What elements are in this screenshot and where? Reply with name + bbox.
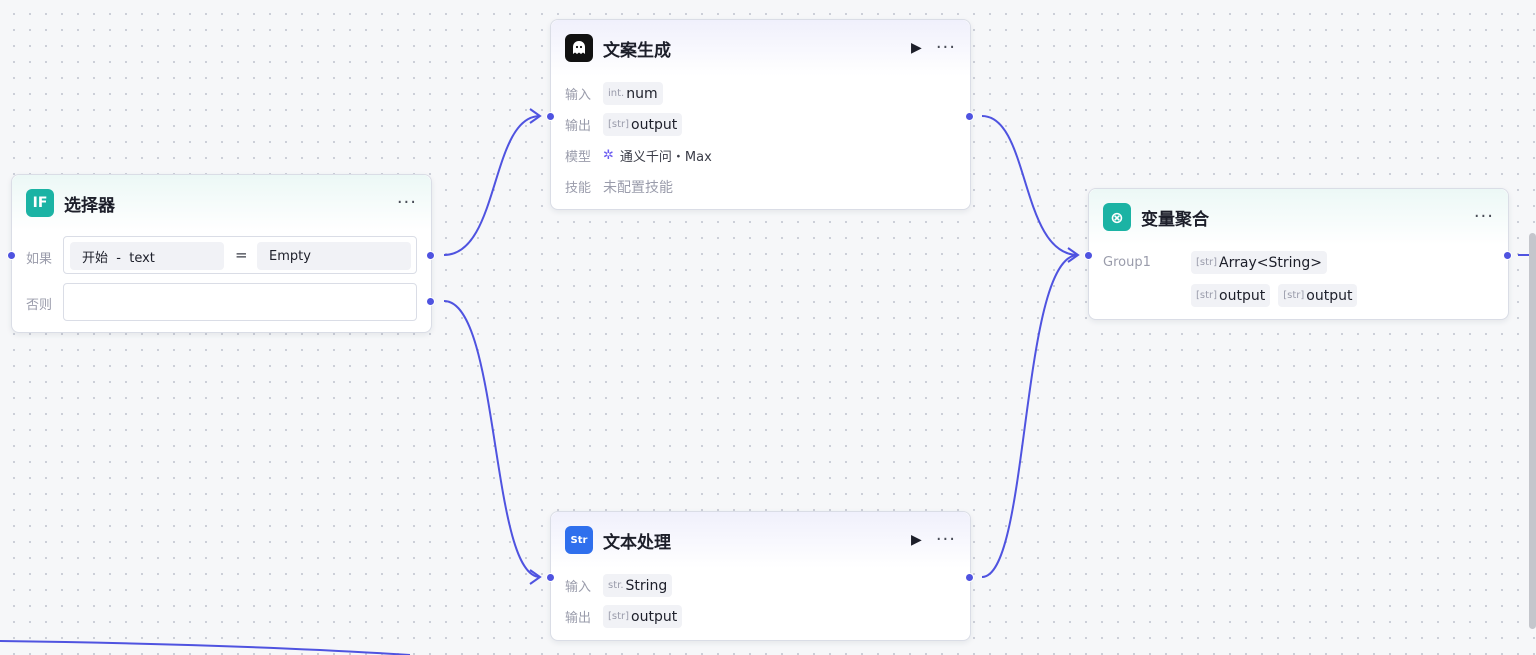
if-condition-box[interactable]: 开始 - text = Empty <box>63 236 417 274</box>
edge-text-to-aggregate[interactable] <box>981 254 1079 578</box>
edge-selector-else-to-text[interactable] <box>443 300 541 578</box>
selector-else-output-port[interactable] <box>426 297 435 306</box>
aggregate-outputs-row: [str] output [str] output <box>1089 280 1508 311</box>
str-array-type-icon: [str] <box>1196 257 1218 268</box>
llm-skills-value[interactable]: 未配置技能 <box>603 179 673 196</box>
llm-input-name: num <box>626 85 658 102</box>
llm-skills-label: 技能 <box>565 181 592 196</box>
llm-output-tag[interactable]: [str] output <box>603 113 683 136</box>
aggregate-group-tag[interactable]: [str] Array<String> <box>1191 251 1327 274</box>
selector-if-output-port[interactable] <box>426 251 435 260</box>
str-puzzle-icon: Str <box>565 526 593 554</box>
int-type-icon: int. <box>608 88 625 99</box>
text-process-output-row: 输出 [str] output <box>551 601 970 632</box>
text-process-run-button[interactable]: ▶ <box>911 532 922 548</box>
llm-ghost-icon <box>565 34 593 62</box>
llm-output-label: 输出 <box>565 119 592 134</box>
text-process-output-label: 输出 <box>565 611 592 626</box>
edge-arrow-llm <box>529 108 542 124</box>
aggregate-input-port[interactable] <box>1084 251 1093 260</box>
llm-model-row: 模型 ✲ 通义千问・Max <box>551 140 970 171</box>
aggregate-output-tag[interactable]: [str] output <box>1278 284 1358 307</box>
edge-arrow-text <box>529 569 542 585</box>
llm-output-name: output <box>631 116 678 133</box>
llm-input-tag[interactable]: int. num <box>603 82 663 105</box>
if-icon: IF <box>26 189 54 217</box>
aggregate-node-title: 变量聚合 <box>1141 209 1209 230</box>
edge-llm-to-aggregate[interactable] <box>981 115 1079 256</box>
text-process-node-title: 文本处理 <box>603 532 671 553</box>
aggregate-group-value: Array<String> <box>1219 254 1322 271</box>
text-process-more-button[interactable]: ··· <box>935 529 956 550</box>
llm-output-row: 输出 [str] output <box>551 109 970 140</box>
edge-selector-if-to-llm[interactable] <box>443 115 541 256</box>
aggregate-output-name: output <box>1219 287 1266 304</box>
edge-arrow-aggregate <box>1067 247 1080 263</box>
aggregate-group-row: Group1 [str] Array<String> <box>1089 247 1508 278</box>
llm-node[interactable]: 文案生成 ▶ ··· 输入 int. num 输出 [str] output 模… <box>546 19 974 210</box>
qwen-model-icon: ✲ <box>603 148 614 163</box>
text-process-output-port[interactable] <box>965 573 974 582</box>
aggregate-output-port[interactable] <box>1503 251 1512 260</box>
llm-model-value[interactable]: 通义千问・Max <box>619 150 712 165</box>
text-process-output-name: output <box>631 608 678 625</box>
str-type-icon: str. <box>608 580 624 591</box>
llm-run-button[interactable]: ▶ <box>911 40 922 56</box>
llm-more-button[interactable]: ··· <box>935 37 956 58</box>
llm-node-header[interactable]: 文案生成 ▶ ··· <box>551 20 970 76</box>
text-process-input-row: 输入 str. String <box>551 570 970 601</box>
text-process-node[interactable]: Str 文本处理 ▶ ··· 输入 str. String 输出 [str] o… <box>546 511 974 641</box>
llm-skills-row: 技能 未配置技能 <box>551 171 970 202</box>
text-process-node-header[interactable]: Str 文本处理 ▶ ··· <box>551 512 970 568</box>
text-process-output-tag[interactable]: [str] output <box>603 605 683 628</box>
selector-node[interactable]: IF 选择器 ··· 如果 开始 - text = Empty 否则 <box>7 174 435 333</box>
aggregate-icon: ⊗ <box>1103 203 1131 231</box>
str-array-type-icon: [str] <box>608 119 630 130</box>
str-array-type-icon: [str] <box>1283 290 1305 301</box>
text-process-input-label: 输入 <box>565 580 592 595</box>
aggregate-node-header[interactable]: ⊗ 变量聚合 ··· <box>1089 189 1508 245</box>
selector-node-title: 选择器 <box>64 195 115 216</box>
selector-more-button[interactable]: ··· <box>396 192 417 213</box>
text-process-input-tag[interactable]: str. String <box>603 574 673 597</box>
str-array-type-icon: [str] <box>608 611 630 622</box>
condition-left-field[interactable]: 开始 - text <box>70 242 224 270</box>
str-array-type-icon: [str] <box>1196 290 1218 301</box>
llm-model-label: 模型 <box>565 150 592 165</box>
llm-output-port[interactable] <box>965 112 974 121</box>
aggregate-more-button[interactable]: ··· <box>1473 206 1494 227</box>
selector-input-port[interactable] <box>7 251 16 260</box>
llm-input-port[interactable] <box>546 112 555 121</box>
text-process-input-name: String <box>625 577 668 594</box>
else-label: 否则 <box>26 298 53 313</box>
aggregate-output-name: output <box>1306 287 1353 304</box>
text-process-input-port[interactable] <box>546 573 555 582</box>
condition-operator[interactable]: = <box>235 246 248 264</box>
aggregate-node[interactable]: ⊗ 变量聚合 ··· Group1 [str] Array<String> [s… <box>1084 188 1512 320</box>
llm-input-label: 输入 <box>565 88 592 103</box>
vertical-scrollbar[interactable] <box>1529 233 1536 629</box>
ghost-glyph <box>573 41 585 54</box>
if-label: 如果 <box>26 252 53 267</box>
aggregate-group-label: Group1 <box>1103 255 1151 270</box>
selector-node-header[interactable]: IF 选择器 ··· <box>12 175 431 231</box>
edge-bottom-left[interactable] <box>0 640 411 655</box>
aggregate-output-tag[interactable]: [str] output <box>1191 284 1271 307</box>
else-condition-box[interactable] <box>63 283 417 321</box>
condition-right-field[interactable]: Empty <box>257 242 411 270</box>
llm-input-row: 输入 int. num <box>551 78 970 109</box>
llm-node-title: 文案生成 <box>603 40 671 61</box>
